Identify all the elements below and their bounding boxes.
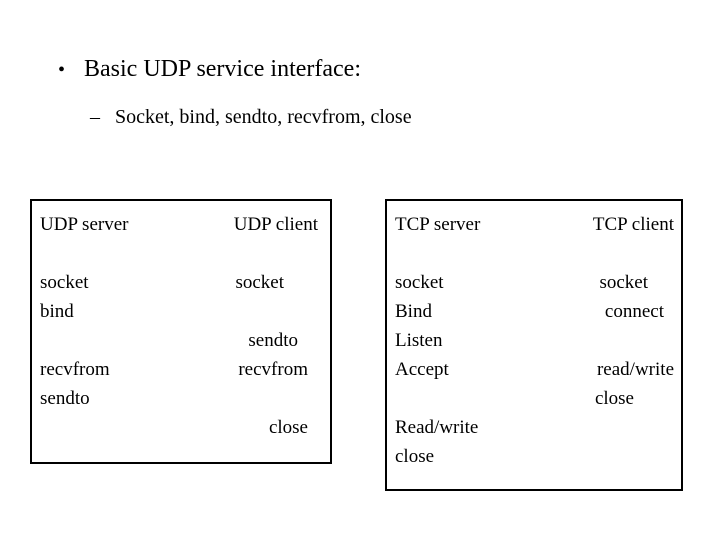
- list-item: socket: [395, 272, 444, 293]
- list-item: [542, 413, 674, 442]
- list-item: [395, 471, 550, 500]
- bullet-level1-text: Basic UDP service interface:: [84, 56, 361, 82]
- bullet-level2: –Socket, bind, sendto, recvfrom, close: [90, 104, 412, 130]
- list-item: [40, 326, 190, 355]
- list-item: [182, 384, 324, 413]
- list-item: [182, 442, 324, 471]
- bullet-dot-icon: •: [58, 59, 66, 81]
- tcp-client-header: TCP client: [592, 214, 674, 235]
- udp-table-grid: UDP server socket bind recvfrom sendto U…: [32, 201, 330, 462]
- bullet-dash-icon: –: [90, 106, 100, 128]
- list-item: close: [268, 417, 308, 438]
- list-item: connect: [604, 301, 664, 322]
- column-top-spacer: [40, 201, 190, 210]
- udp-client-header: UDP client: [233, 214, 318, 235]
- list-item: close: [594, 388, 634, 409]
- column-top-spacer: [542, 201, 674, 210]
- list-item: Accept: [395, 359, 449, 380]
- list-item: [182, 297, 324, 326]
- udp-client-column: UDP client socket sendto recvfrom close: [182, 201, 324, 462]
- list-item: [40, 442, 190, 471]
- tcp-table-box: TCP server socket Bind Listen Accept Rea…: [385, 199, 683, 491]
- list-item: [40, 413, 190, 442]
- tcp-server-header: TCP server: [395, 214, 481, 235]
- list-item: read/write: [596, 359, 674, 380]
- list-item: close: [395, 446, 435, 467]
- list-item: recvfrom: [40, 359, 110, 380]
- bullet-level1: • Basic UDP service interface:: [58, 54, 361, 85]
- list-item: [395, 239, 550, 268]
- list-item: socket: [599, 272, 648, 293]
- tcp-table-grid: TCP server socket Bind Listen Accept Rea…: [387, 201, 681, 489]
- list-item: [395, 384, 550, 413]
- bullet-level2-text: Socket, bind, sendto, recvfrom, close: [115, 106, 412, 128]
- list-item: socket: [235, 272, 284, 293]
- list-item: socket: [40, 272, 89, 293]
- list-item: Read/write: [395, 417, 479, 438]
- tcp-server-column: TCP server socket Bind Listen Accept Rea…: [395, 201, 550, 489]
- list-item: [182, 239, 324, 268]
- list-item: recvfrom: [238, 359, 308, 380]
- tcp-client-column: TCP client socket connect read/write clo…: [542, 201, 674, 489]
- list-item: sendto: [40, 388, 90, 409]
- column-top-spacer: [182, 201, 324, 210]
- list-item: sendto: [248, 330, 298, 351]
- list-item: Bind: [395, 301, 432, 322]
- list-item: Listen: [395, 330, 443, 351]
- list-item: [542, 239, 674, 268]
- list-item: [40, 239, 190, 268]
- udp-server-column: UDP server socket bind recvfrom sendto: [40, 201, 190, 462]
- udp-table-box: UDP server socket bind recvfrom sendto U…: [30, 199, 332, 464]
- column-top-spacer: [395, 201, 550, 210]
- list-item: [542, 471, 674, 500]
- list-item: bind: [40, 301, 74, 322]
- udp-server-header: UDP server: [40, 214, 129, 235]
- list-item: [542, 326, 674, 355]
- list-item: [542, 442, 674, 471]
